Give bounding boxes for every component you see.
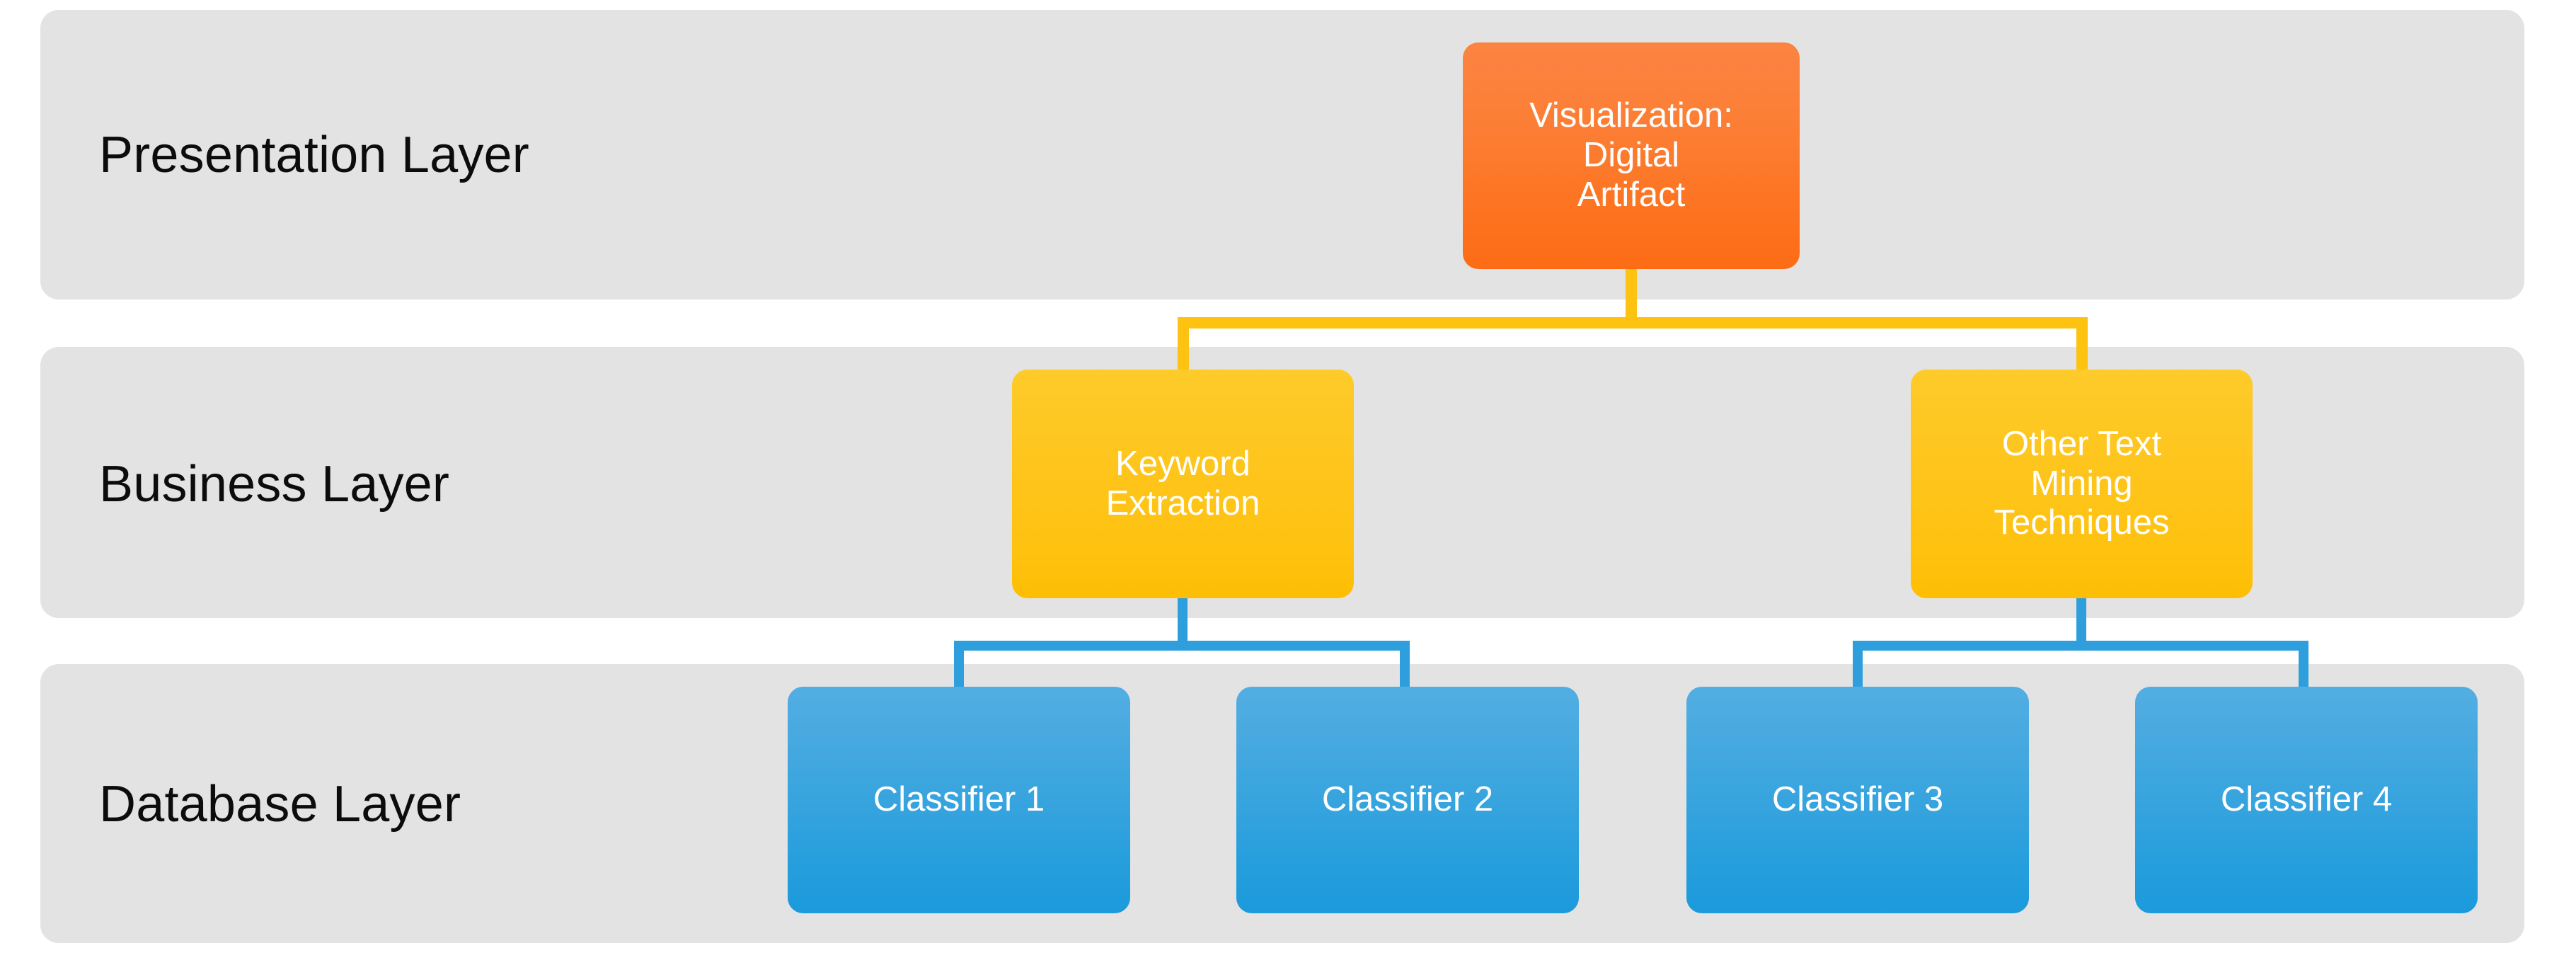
- connector-segment-branch-right: [2076, 317, 2088, 375]
- node-classifier-4[interactable]: Classifier 4: [2135, 687, 2478, 913]
- layer-band-presentation: [40, 10, 2524, 299]
- layer-label-business: Business Layer: [99, 456, 450, 513]
- connector-segment-branch-left: [1853, 641, 1863, 692]
- layer-label-database: Database Layer: [99, 776, 461, 833]
- node-keyword-extraction-label: Keyword Extraction: [1105, 444, 1260, 522]
- connector-segment-vertical: [1178, 597, 1188, 646]
- connector-segment-branch-left: [1178, 317, 1189, 375]
- node-classifier-2[interactable]: Classifier 2: [1236, 687, 1579, 913]
- connector-segment-branch-right: [2299, 641, 2308, 692]
- node-classifier-1[interactable]: Classifier 1: [788, 687, 1130, 913]
- node-visualization-label: Visualization: Digital Artifact: [1529, 96, 1733, 214]
- node-keyword-extraction[interactable]: Keyword Extraction: [1012, 370, 1354, 598]
- connector-segment-horizontal: [954, 641, 1410, 651]
- connector-segment-horizontal: [1853, 641, 2308, 651]
- node-classifier-3-label: Classifier 3: [1771, 780, 1944, 819]
- connector-segment-branch-left: [954, 641, 964, 692]
- node-visualization[interactable]: Visualization: Digital Artifact: [1463, 42, 1800, 269]
- connector-segment-vertical: [1626, 268, 1637, 324]
- connector-segment-branch-right: [1400, 641, 1410, 692]
- node-classifier-3[interactable]: Classifier 3: [1686, 687, 2029, 913]
- connector-segment-vertical: [2076, 597, 2086, 646]
- layer-label-presentation: Presentation Layer: [99, 127, 529, 183]
- node-other-text-mining[interactable]: Other Text Mining Techniques: [1911, 370, 2253, 598]
- node-other-text-mining-label: Other Text Mining Techniques: [1994, 424, 2170, 542]
- node-classifier-2-label: Classifier 2: [1321, 780, 1494, 819]
- connector-segment-horizontal: [1178, 317, 2088, 328]
- node-classifier-1-label: Classifier 1: [873, 780, 1045, 819]
- node-classifier-4-label: Classifier 4: [2220, 780, 2393, 819]
